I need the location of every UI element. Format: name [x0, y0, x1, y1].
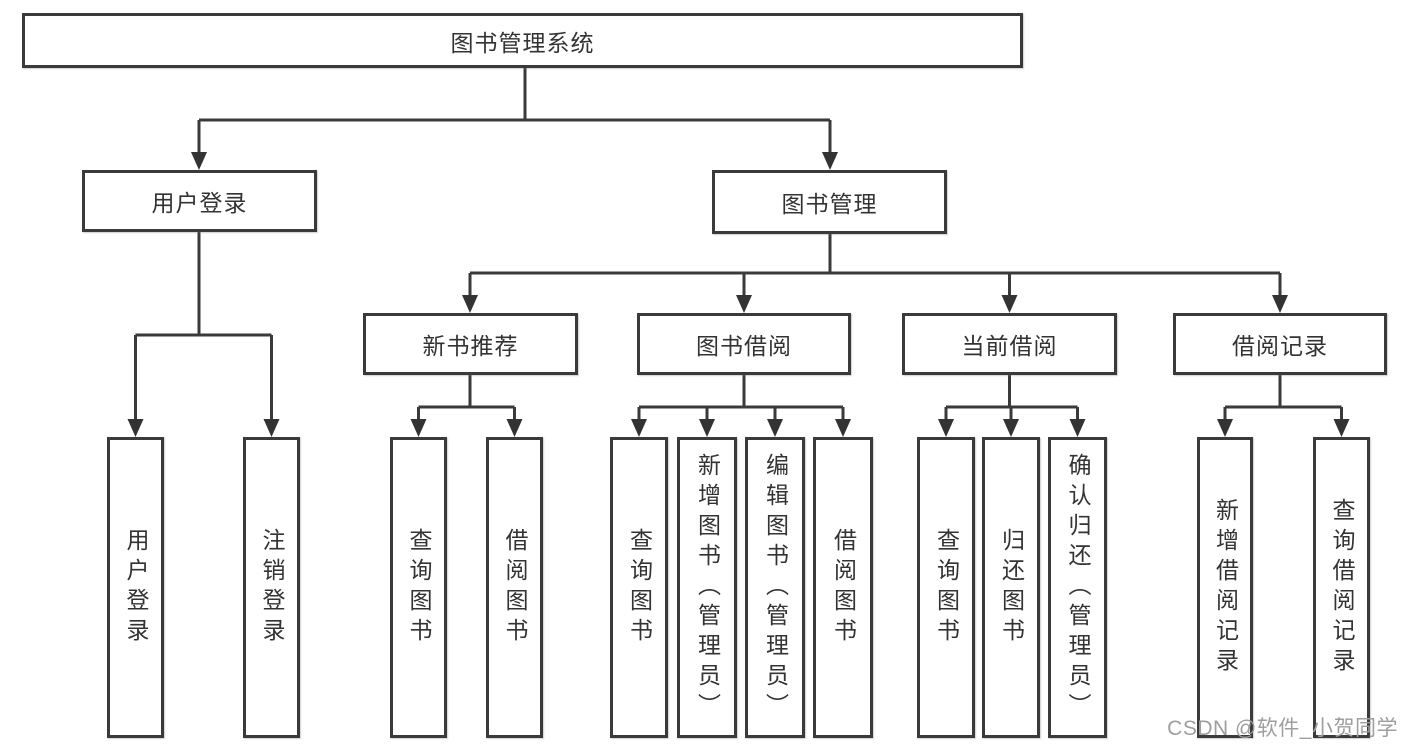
leaf-query-borrow-record: 查询借阅记录 — [1313, 437, 1370, 738]
leaf-query-books-current: 查询图书 — [917, 437, 975, 738]
node-new-book-recommend: 新书推荐 — [363, 313, 578, 375]
node-root-library-system: 图书管理系统 — [22, 13, 1023, 68]
leaf-confirm-return-admin: 确认归还（管理员） — [1048, 437, 1107, 738]
leaf-borrow-books: 借阅图书 — [813, 437, 873, 738]
node-book-management-branch: 图书管理 — [712, 170, 947, 234]
node-current-borrowing: 当前借阅 — [902, 313, 1117, 375]
node-user-login-branch: 用户登录 — [82, 170, 317, 232]
leaf-logout: 注销登录 — [243, 437, 300, 738]
csdn-watermark: CSDN @软件_小贺同学 — [1167, 717, 1398, 740]
leaf-add-borrow-record: 新增借阅记录 — [1197, 437, 1253, 738]
leaf-user-login: 用户登录 — [107, 437, 164, 738]
node-book-borrowing: 图书借阅 — [637, 313, 851, 375]
leaf-return-books: 归还图书 — [982, 437, 1040, 738]
leaf-query-books-borrow: 查询图书 — [610, 437, 668, 738]
leaf-add-books-admin: 新增图书（管理员） — [677, 437, 737, 738]
leaf-borrow-books-recommend: 借阅图书 — [486, 437, 543, 738]
leaf-query-books-recommend: 查询图书 — [390, 437, 447, 738]
leaf-edit-books-admin: 编辑图书（管理员） — [745, 437, 805, 738]
node-borrow-records: 借阅记录 — [1173, 313, 1387, 375]
